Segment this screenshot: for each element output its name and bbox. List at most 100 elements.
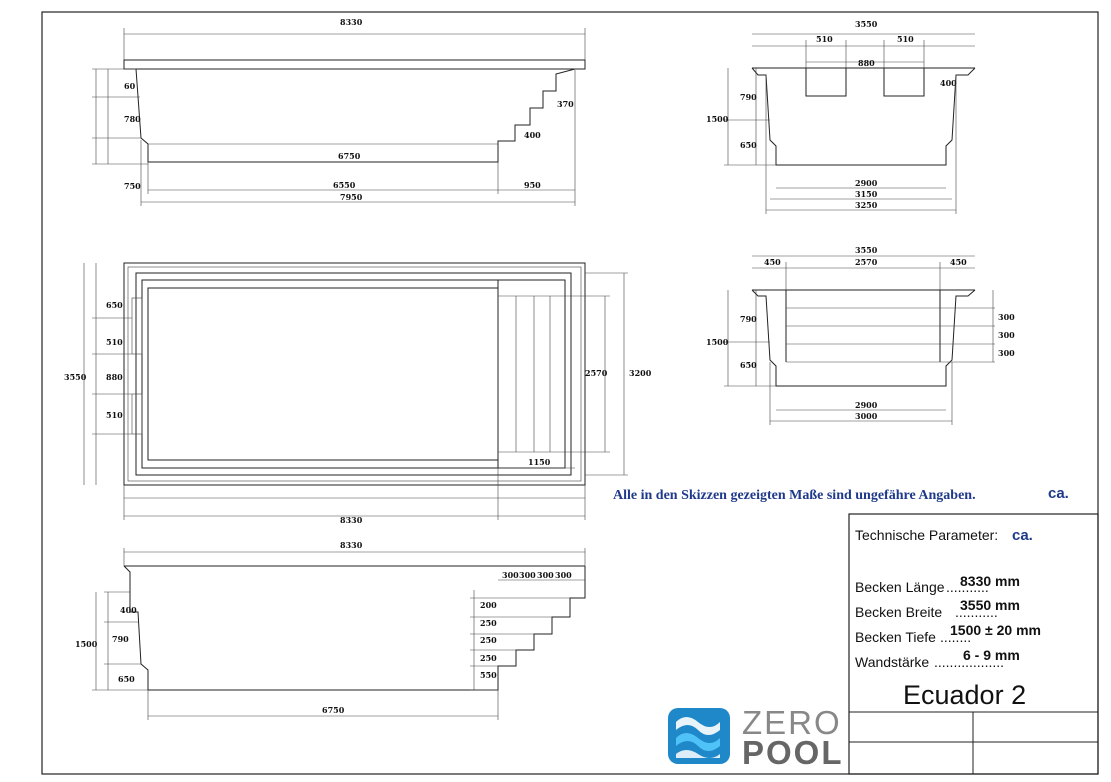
dim-ls-depth: 1500: [75, 639, 98, 649]
dim-cs2-floor-inner: 2900: [855, 400, 878, 410]
approximate-dimensions-notice: Alle in den Skizzen gezeigten Maße sind …: [613, 488, 976, 503]
dim-cs2-floor-outer: 3000: [855, 411, 878, 421]
dim-cs1-seat-gap: 880: [858, 58, 875, 68]
parameters-heading-ca: ca.: [1012, 527, 1033, 544]
param-label-length: Becken Länge: [855, 579, 945, 595]
logo-text-pool: POOL: [742, 734, 844, 771]
dim-ls-wall-lower: 650: [118, 674, 135, 684]
dim-plan-width: 3550: [64, 372, 87, 382]
dim-plan-stair-length: 1150: [528, 457, 551, 467]
dim-cs1-depth: 1500: [706, 114, 729, 124]
dim-ls-step-rise: 200: [480, 600, 497, 610]
cross-section-stairs: 3550 450 2570 450 300 300 300 790 1500 6…: [706, 245, 1015, 425]
param-label-depth: Becken Tiefe: [855, 629, 936, 645]
plan-seat-left: [131, 393, 143, 435]
dim-plan-length: 8330: [340, 515, 363, 525]
dim-bottom-total: 7950: [340, 192, 363, 202]
param-value-depth: 1500 ± 20 mm: [950, 622, 1041, 638]
param-value-wall: 6 - 9 mm: [963, 647, 1020, 663]
param-dots: ...........: [955, 604, 998, 620]
model-name: Ecuador 2: [903, 680, 1026, 710]
cs2-outline: [751, 289, 976, 387]
dim-plan-seg-4: 510: [106, 410, 123, 420]
dim-rim: 60: [124, 81, 136, 91]
dim-cs1-floor-outer: 3250: [855, 200, 878, 210]
param-label-wall: Wandstärke: [855, 654, 929, 670]
dim-cs1-wall-upper: 790: [740, 92, 757, 102]
notice-ca: ca.: [1048, 485, 1069, 502]
plan-view: 3550 650 510 880 510 2570 3200 1150 8330: [64, 262, 652, 525]
plan-seat-left: [131, 297, 143, 355]
param-label-width: Becken Breite: [855, 604, 942, 620]
plan-wall: [135, 272, 572, 476]
cross-section-seats: 3550 510 510 880 400 790 1500 650 2900 3…: [706, 19, 976, 214]
param-value-width: 3550 mm: [960, 597, 1020, 613]
plan-outer-rim: [123, 262, 586, 486]
dim-cs2-side-left: 450: [764, 257, 781, 267]
dim-cs1-wall-lower: 650: [740, 140, 757, 150]
dim-upper-wall: 780: [124, 114, 141, 124]
dim-plan-stair-width: 2570: [585, 368, 608, 378]
longitudinal-section: 8330 300 300 300 300 200 250 250 250 550…: [75, 540, 586, 720]
sheet-border: [41, 11, 1099, 775]
dim-cs2-depth: 1500: [706, 337, 729, 347]
dim-ls-step-run: 300: [555, 570, 572, 580]
title-block: Technische Parameter: ca. Becken Länge .…: [848, 513, 1099, 775]
dim-step-rise: 370: [557, 99, 574, 109]
dim-ls-step-run: 300: [519, 570, 536, 580]
dim-ls-step-run: 300: [502, 570, 519, 580]
dim-cs1-seat-right: 510: [897, 34, 914, 44]
side-view-rim: [123, 59, 586, 70]
dim-step-run: 400: [524, 130, 541, 140]
cs1-outline: [751, 67, 976, 166]
dim-cs2-wall-upper: 790: [740, 314, 757, 324]
dim-cs1-seat-depth: 400: [940, 78, 957, 88]
dim-cs2-center: 2570: [855, 257, 878, 267]
dim-ls-step-rise: 250: [480, 653, 497, 663]
parameters-heading: Technische Parameter:: [855, 527, 998, 543]
side-view: 8330 60 780 750 6750 370 400 6550 950 79…: [92, 17, 586, 206]
dim-ls-step-rise: 250: [480, 635, 497, 645]
param-dots: ...........: [946, 579, 989, 595]
dim-bottom-floor: 6550: [333, 180, 356, 190]
dim-cs2-width: 3550: [855, 245, 878, 255]
dim-plan-outer-width: 3200: [629, 368, 652, 378]
dim-ls-wall-upper: 790: [112, 634, 129, 644]
dim-ls-seat: 400: [120, 605, 137, 615]
dim-ls-length: 8330: [340, 540, 363, 550]
dim-cs2-step-2: 300: [998, 330, 1015, 340]
plan-floor: [147, 287, 499, 461]
plan-rim-inner: [127, 266, 582, 482]
dim-plan-seg-1: 650: [106, 300, 123, 310]
dim-cs1-seat-left: 510: [816, 34, 833, 44]
param-dots: ........: [940, 629, 971, 645]
dim-floor: 6750: [338, 151, 361, 161]
dim-plan-seg-3: 880: [106, 372, 123, 382]
logo-text-zero: ZERO: [742, 704, 842, 741]
cs1-seat-left: [805, 67, 847, 97]
dim-cs1-floor-inner: 2900: [855, 178, 878, 188]
dim-ls-floor: 6750: [322, 705, 345, 715]
cs1-seat-right: [883, 67, 925, 97]
side-view-outline: [135, 68, 576, 163]
dim-overall-length: 8330: [340, 17, 363, 27]
dim-ls-step-rise: 250: [480, 618, 497, 628]
dim-cs1-floor-mid: 3150: [855, 189, 878, 199]
dim-cs2-side-right: 450: [950, 257, 967, 267]
dim-bottom-step: 950: [524, 180, 541, 190]
zeropool-logo: ZERO POOL: [668, 704, 844, 771]
dim-cs1-width: 3550: [855, 19, 878, 29]
param-dots: ..................: [934, 654, 1004, 670]
dim-plan-seg-2: 510: [106, 337, 123, 347]
dim-cs2-wall-lower: 650: [740, 360, 757, 370]
dim-cs2-step-3: 300: [998, 348, 1015, 358]
dim-lower-wall: 750: [124, 181, 141, 191]
dim-ls-step-rise: 550: [480, 670, 497, 680]
dim-ls-step-run: 300: [537, 570, 554, 580]
ls-outline: [123, 565, 586, 691]
zeropool-wave-icon: [668, 708, 730, 764]
dim-cs2-step-1: 300: [998, 312, 1015, 322]
param-value-length: 8330 mm: [960, 573, 1020, 589]
plan-basin: [141, 279, 566, 469]
